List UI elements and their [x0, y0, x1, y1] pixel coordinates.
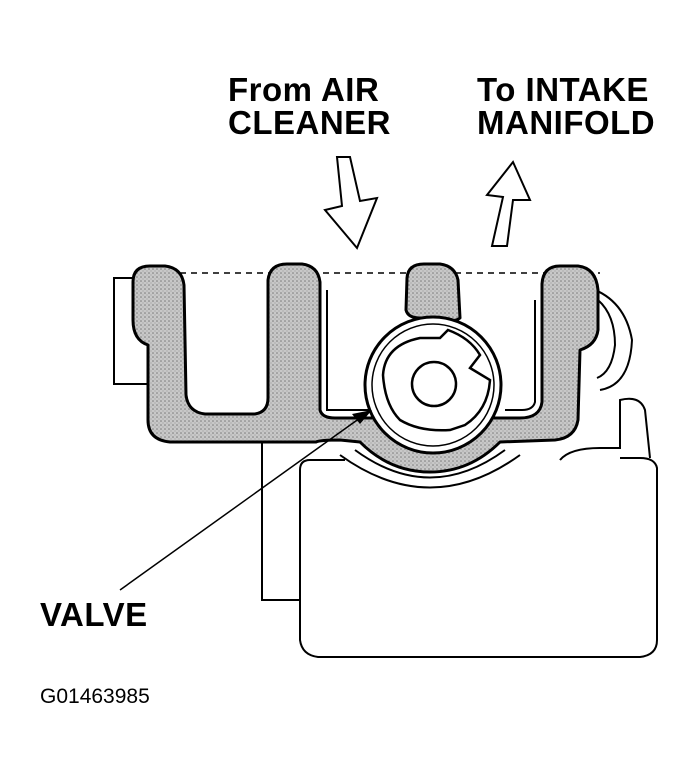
- figure-id: G01463985: [40, 685, 150, 708]
- to-label-line2: MANIFOLD: [477, 104, 656, 141]
- to-label-line1: To INTAKE: [477, 71, 649, 108]
- from-label-line1: From AIR: [228, 71, 380, 108]
- inflow-arrow: [323, 156, 379, 250]
- lower-housing: [261, 287, 658, 658]
- outflow-arrow: [485, 160, 532, 247]
- valve-label: VALVE: [40, 596, 148, 633]
- from-label-line2: CLEANER: [228, 104, 392, 141]
- valve-disc: [363, 315, 503, 455]
- valve-leader-line: [119, 410, 372, 591]
